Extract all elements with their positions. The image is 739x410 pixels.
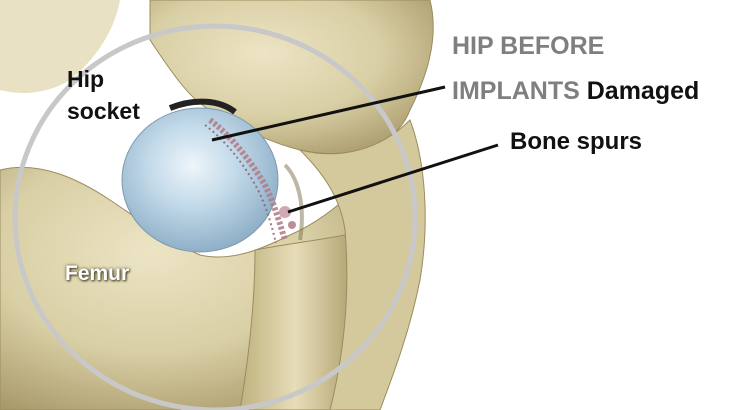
hip-label-line-2: socket (67, 98, 140, 125)
title-line-1: HIP BEFORE (452, 32, 604, 61)
title-line-2: IMPLANTS Damaged (452, 77, 699, 106)
title-line-2-prefix: IMPLANTS (452, 77, 580, 105)
femur-label: Femur (65, 262, 129, 286)
hip-label-line-1: Hip (67, 66, 104, 93)
bone-spurs-label: Bone spurs (510, 128, 642, 156)
femur-shaft (240, 235, 350, 410)
damaged-label: Damaged (587, 77, 700, 105)
